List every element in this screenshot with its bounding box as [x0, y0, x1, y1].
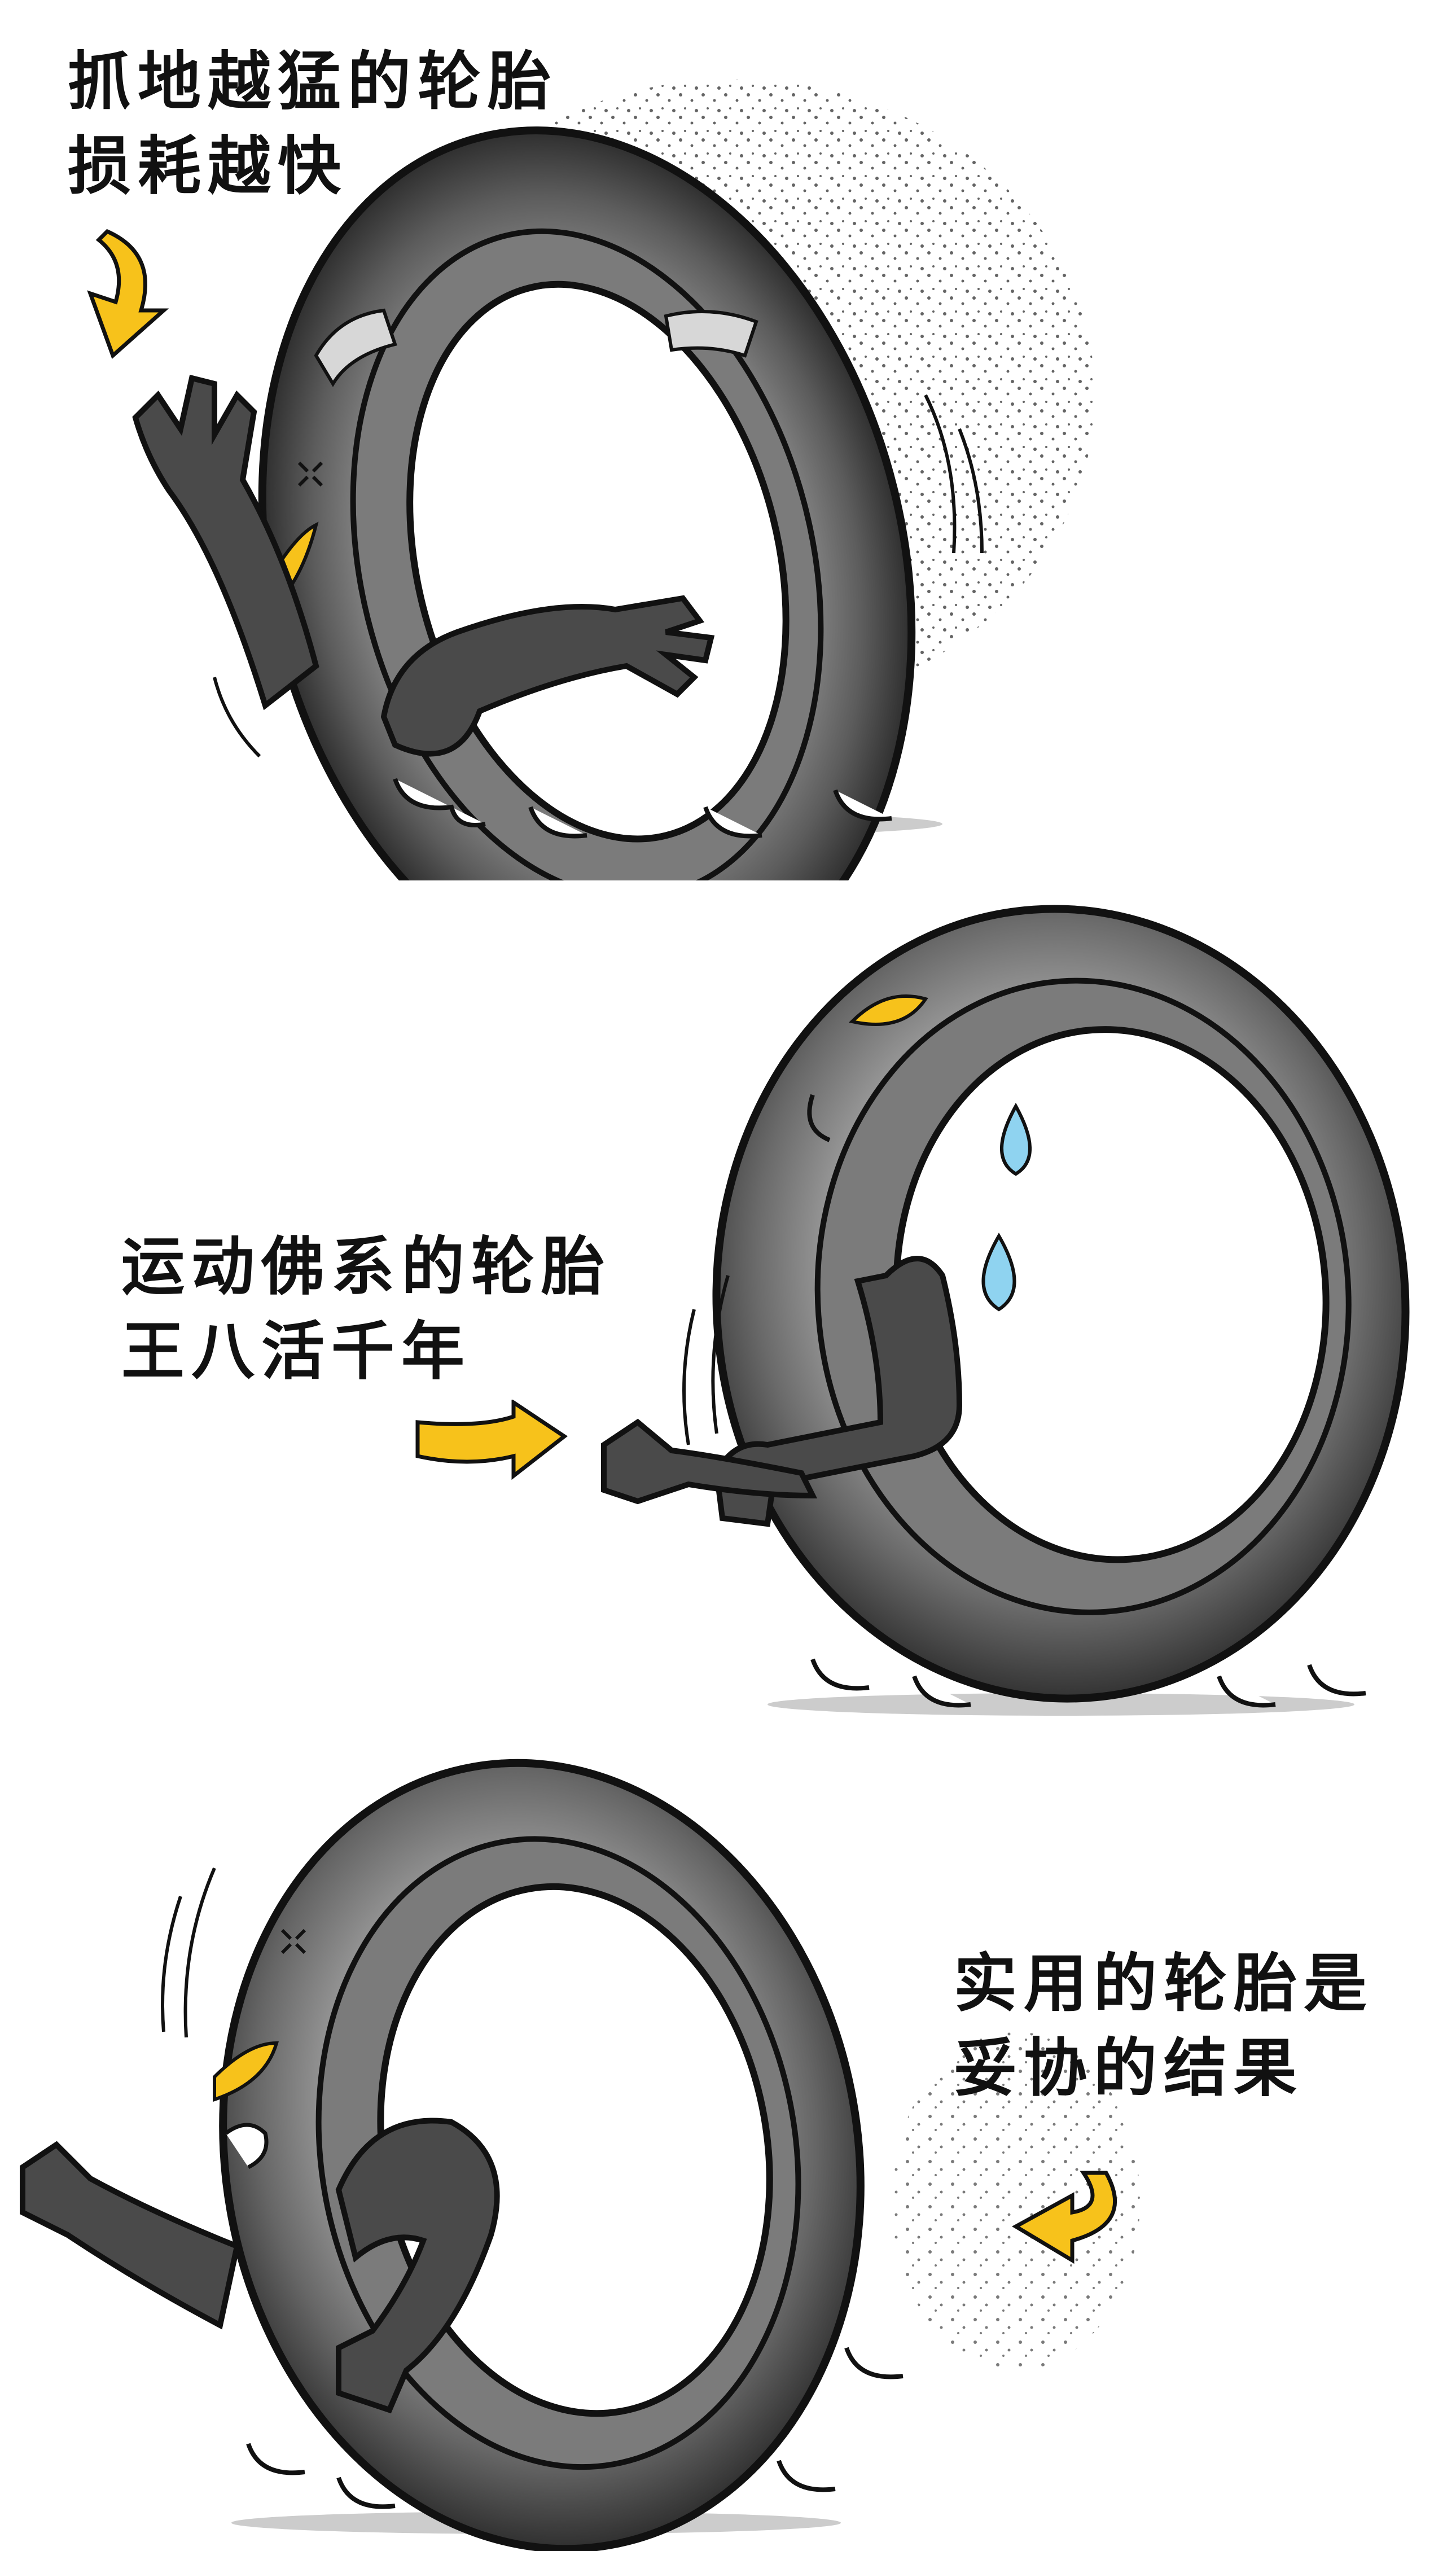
caption-aggressive-tire: 抓地越猛的轮胎 损耗越快	[68, 40, 558, 209]
worn-patch	[664, 310, 758, 358]
caption-line: 王八活千年	[121, 1315, 471, 1388]
debris-particles	[892, 2032, 1140, 2370]
gritted-teeth	[224, 2123, 269, 2169]
chill-tire-illustration	[601, 905, 1410, 1716]
sleepy-eye	[807, 1094, 831, 1142]
motion-lines	[682, 1275, 730, 1445]
tire-2	[712, 905, 1410, 1703]
caption-line: 妥协的结果	[954, 2032, 1304, 2105]
tire-arm-right	[380, 595, 715, 757]
anger-mark-icon	[297, 461, 323, 487]
tire-arm-left	[601, 1418, 818, 1505]
tire-arm-right	[335, 2118, 500, 2414]
motion-lines	[161, 1867, 216, 2038]
practical-tire-illustration	[20, 1759, 1140, 2551]
caption-line: 运动佛系的轮胎	[121, 1230, 611, 1304]
ground-shadow	[768, 1693, 1354, 1716]
caption-line: 损耗越快	[68, 130, 348, 203]
anger-mark-icon	[280, 1928, 306, 1954]
panel-chill-tire: 运动佛系的轮胎 王八活千年	[0, 880, 1456, 1727]
caption-chill-tire: 运动佛系的轮胎 王八活千年	[121, 1225, 611, 1394]
tear-drop-icon	[981, 1233, 1016, 1312]
tear-drop-icon	[1000, 1102, 1032, 1176]
caption-practical-tire: 实用的轮胎是 妥协的结果	[954, 1941, 1374, 2111]
worn-patch	[314, 308, 397, 387]
dust-puffs	[810, 1658, 1366, 1708]
motion-lines	[213, 394, 984, 758]
caption-line: 实用的轮胎是	[954, 1947, 1374, 2020]
panel-aggressive-tire: 抓地越猛的轮胎 损耗越快	[0, 0, 1456, 880]
tire-3	[219, 1759, 865, 2551]
arrow-curved-left-icon	[1011, 2171, 1117, 2264]
aggressive-tire-illustration	[132, 79, 1095, 880]
arrow-right-icon	[415, 1400, 568, 1480]
arrow-down-icon	[87, 229, 169, 360]
caption-line: 抓地越猛的轮胎	[68, 45, 558, 119]
tire-arm-right	[713, 1256, 963, 1527]
yellow-eye	[849, 994, 928, 1026]
tire-arm-left	[20, 2141, 240, 2330]
panel-practical-tire: 实用的轮胎是 妥协的结果	[0, 1727, 1456, 2551]
dust-puffs-lower	[393, 778, 892, 839]
dust-puffs	[246, 2347, 904, 2509]
tire-arm-left	[132, 374, 319, 711]
yellow-eye	[213, 2041, 279, 2102]
